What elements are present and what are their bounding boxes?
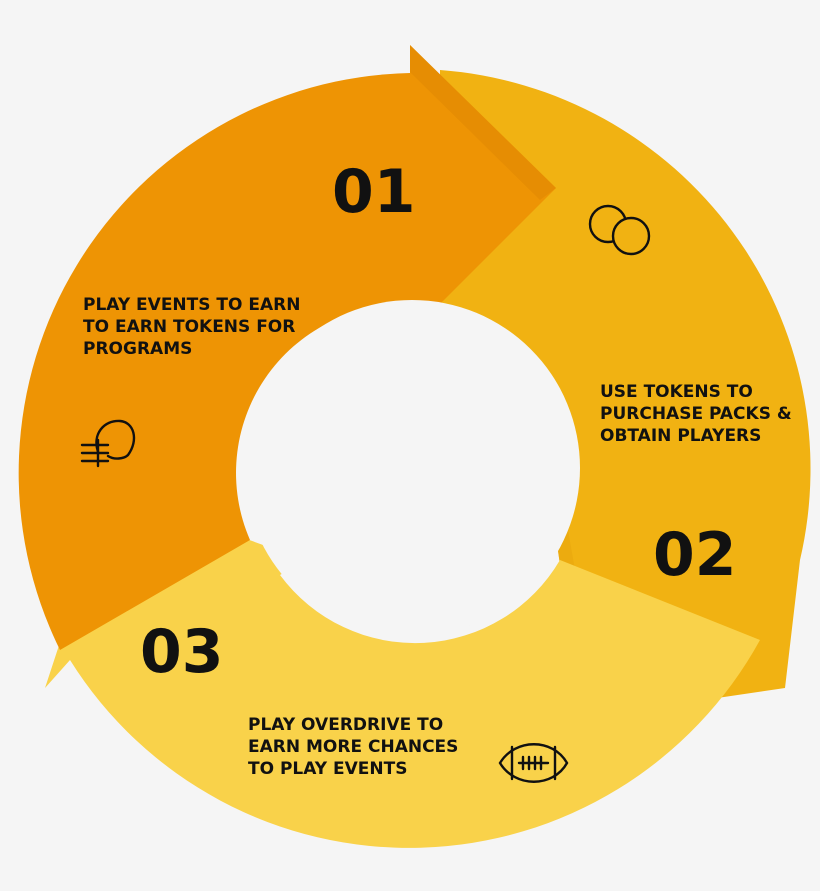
step-3-label-line-3: TO PLAY EVENTS <box>248 759 407 779</box>
center-hole <box>244 300 580 636</box>
step-2-label: USE TOKENS TO PURCHASE PACKS & OBTAIN PL… <box>600 382 798 446</box>
step-1-arrow-segment <box>18 45 557 650</box>
step-1-label-line-1: PLAY EVENTS TO EARN <box>83 295 300 315</box>
step-3-label: PLAY OVERDRIVE TO EARN MORE CHANCES TO P… <box>248 715 464 779</box>
step-2-number: 02 <box>653 520 737 590</box>
step-3-arrow-segment <box>45 490 760 848</box>
step-3-label-line-2: EARN MORE CHANCES <box>248 737 458 757</box>
football-icon <box>498 743 569 783</box>
step-1-number: 01 <box>332 157 416 227</box>
step-2-label-line-2: PURCHASE PACKS & <box>600 404 792 424</box>
step-3-number: 03 <box>140 617 224 687</box>
step-1-label-line-2: TO EARN TOKENS FOR <box>83 317 295 337</box>
football-helmet-icon <box>80 419 136 468</box>
step-2-label-line-1: USE TOKENS TO <box>600 382 753 402</box>
step-2-arrow-segment <box>440 70 811 718</box>
step-2-label-line-3: OBTAIN PLAYERS <box>600 426 761 446</box>
step-1-label-line-3: PROGRAMS <box>83 339 192 359</box>
tokens-icon <box>588 204 651 256</box>
step-1-label: PLAY EVENTS TO EARN TO EARN TOKENS FOR P… <box>83 295 306 359</box>
step-1-arrow-shade <box>410 45 556 200</box>
step-3-label-line-1: PLAY OVERDRIVE TO <box>248 715 443 735</box>
